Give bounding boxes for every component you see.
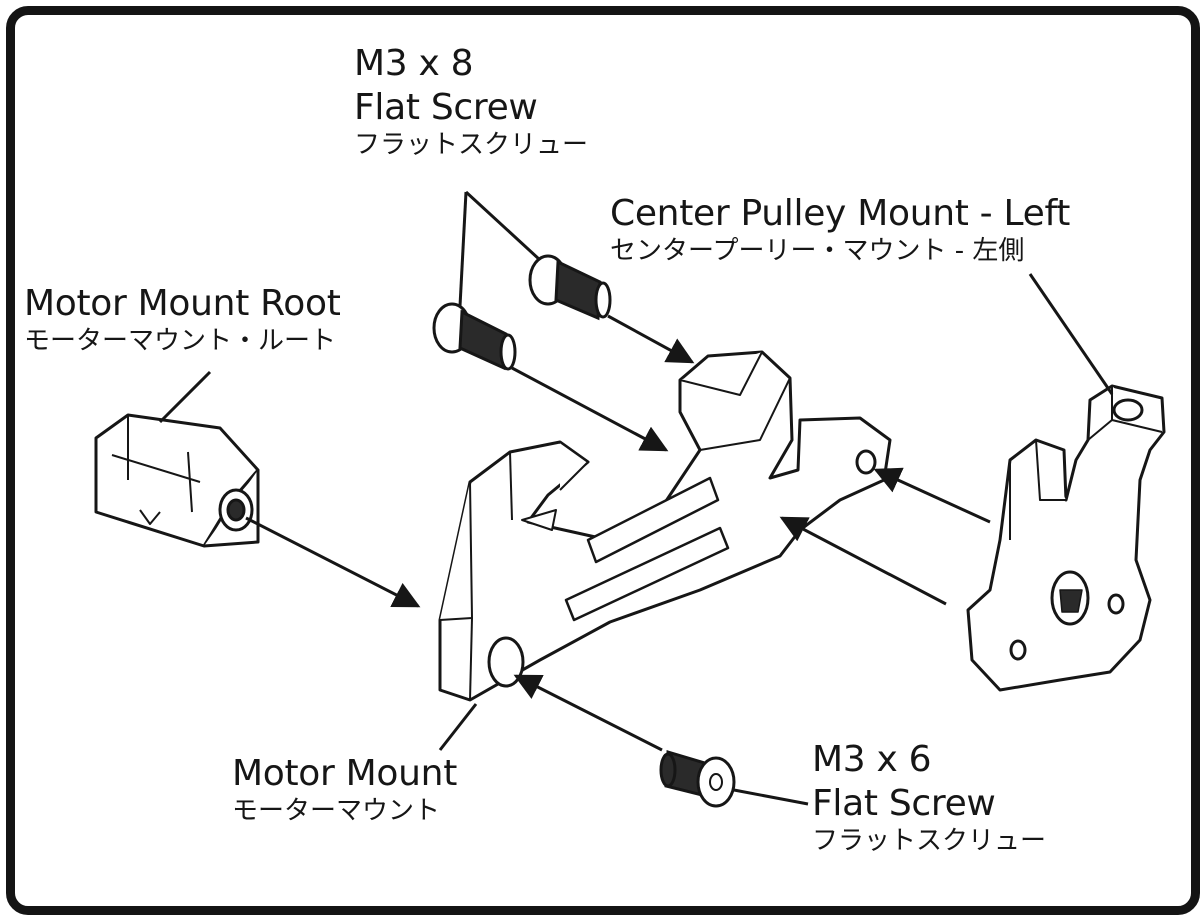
label-pulley-mount: Center Pulley Mount - Left センタープーリー・マウント… [610, 193, 1071, 266]
label-m3x8-screw: M3 x 8 Flat Screw フラットスクリュー [354, 43, 589, 160]
motor-mount-icon [438, 350, 892, 702]
pulley-mount-name: Center Pulley Mount - Left [610, 193, 1071, 234]
flat-screw-icon [528, 254, 612, 321]
label-m3x6-screw: M3 x 6 Flat Screw フラットスクリュー [812, 739, 1047, 856]
motor-mount-root-jp: モーターマウント・ルート [24, 326, 337, 356]
flat-screw-icon [659, 750, 736, 808]
leader-lines [158, 190, 1114, 806]
m3x8-type: Flat Screw [354, 87, 538, 128]
label-motor-mount-root: Motor Mount Root モーターマウント・ルート [24, 283, 341, 356]
flat-screw-icon [432, 302, 517, 371]
assembly-arrows [245, 314, 991, 752]
motor-mount-jp: モーターマウント [232, 796, 441, 826]
motor-mount-name: Motor Mount [232, 753, 458, 794]
m3x6-jp: フラットスクリュー [812, 826, 1047, 856]
pulley-mount-icon [966, 384, 1166, 692]
m3x8-jp: フラットスクリュー [354, 130, 589, 160]
motor-mount-root-icon [94, 413, 260, 548]
m3x6-size: M3 x 6 [812, 739, 932, 780]
m3x8-size: M3 x 8 [354, 43, 474, 84]
motor-mount-root-name: Motor Mount Root [24, 283, 341, 324]
label-motor-mount: Motor Mount モーターマウント [232, 753, 458, 826]
m3x6-type: Flat Screw [812, 783, 996, 824]
pulley-mount-jp: センタープーリー・マウント - 左側 [610, 236, 1025, 266]
